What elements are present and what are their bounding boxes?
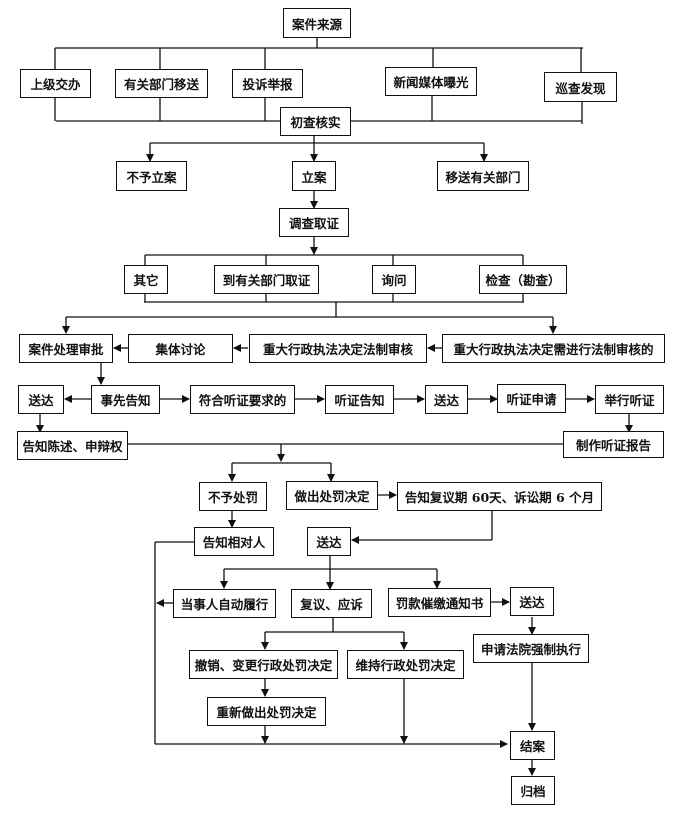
node-hearing-notice: 听证告知 <box>325 385 394 414</box>
node-no-filing: 不予立案 <box>116 161 187 191</box>
node-no-penalty: 不予处罚 <box>199 482 267 511</box>
node-fine-reminder: 罚款催缴通知书 <box>388 588 491 617</box>
node-penalty-decision: 做出处罚决定 <box>286 481 378 510</box>
node-investigation: 调查取证 <box>279 208 349 237</box>
node-needs-legal-review: 重大行政执法决定需进行法制审核的 <box>442 334 665 363</box>
node-court-enforcement: 申请法院强制执行 <box>473 634 589 663</box>
node-hearing-eligible: 符合听证要求的 <box>190 385 295 414</box>
node-redecide-penalty: 重新做出处罚决定 <box>207 697 326 726</box>
node-transfer-out: 移送有关部门 <box>437 161 529 191</box>
node-deliver-4: 送达 <box>510 587 554 616</box>
node-case-source: 案件来源 <box>283 8 351 38</box>
node-complaint-report: 投诉举报 <box>232 69 303 98</box>
node-hearing-report: 制作听证报告 <box>563 431 664 458</box>
node-maintain-decision: 维持行政处罚决定 <box>347 650 464 679</box>
node-hold-hearing: 举行听证 <box>595 385 664 414</box>
node-filing: 立案 <box>292 161 336 191</box>
node-collective-discussion: 集体讨论 <box>128 334 233 363</box>
node-notify-party: 告知相对人 <box>194 527 274 556</box>
node-other: 其它 <box>124 265 168 294</box>
node-appeal-period-notice: 告知复议期 60天、诉讼期 6 个月 <box>397 482 602 511</box>
node-superior-assigned: 上级交办 <box>20 69 91 98</box>
node-archive: 归档 <box>511 776 555 805</box>
node-legal-review: 重大行政执法决定法制审核 <box>249 334 427 363</box>
node-deliver-2: 送达 <box>425 385 468 414</box>
node-prior-notice: 事先告知 <box>91 385 160 414</box>
node-dept-transfer-in: 有关部门移送 <box>115 69 208 98</box>
node-approval: 案件处理审批 <box>19 334 113 363</box>
node-notify-statement-rights: 告知陈述、申辩权 <box>17 431 128 460</box>
node-review-litigation: 复议、应诉 <box>291 589 372 618</box>
node-close-case: 结案 <box>510 731 555 760</box>
node-voluntary-compliance: 当事人自动履行 <box>173 589 276 618</box>
node-inspection: 检查（勘查） <box>479 265 567 294</box>
node-media-exposure: 新闻媒体曝光 <box>385 67 477 96</box>
node-deliver-3: 送达 <box>307 527 351 556</box>
node-revoke-change-decision: 撤销、变更行政处罚决定 <box>189 650 338 679</box>
node-deliver-1: 送达 <box>18 385 64 414</box>
node-hearing-request: 听证申请 <box>497 384 566 413</box>
node-patrol-discovery: 巡查发现 <box>544 72 617 102</box>
node-initial-check: 初查核实 <box>280 107 351 136</box>
node-dept-evidence: 到有关部门取证 <box>214 265 319 294</box>
node-inquiry: 询问 <box>372 265 416 294</box>
